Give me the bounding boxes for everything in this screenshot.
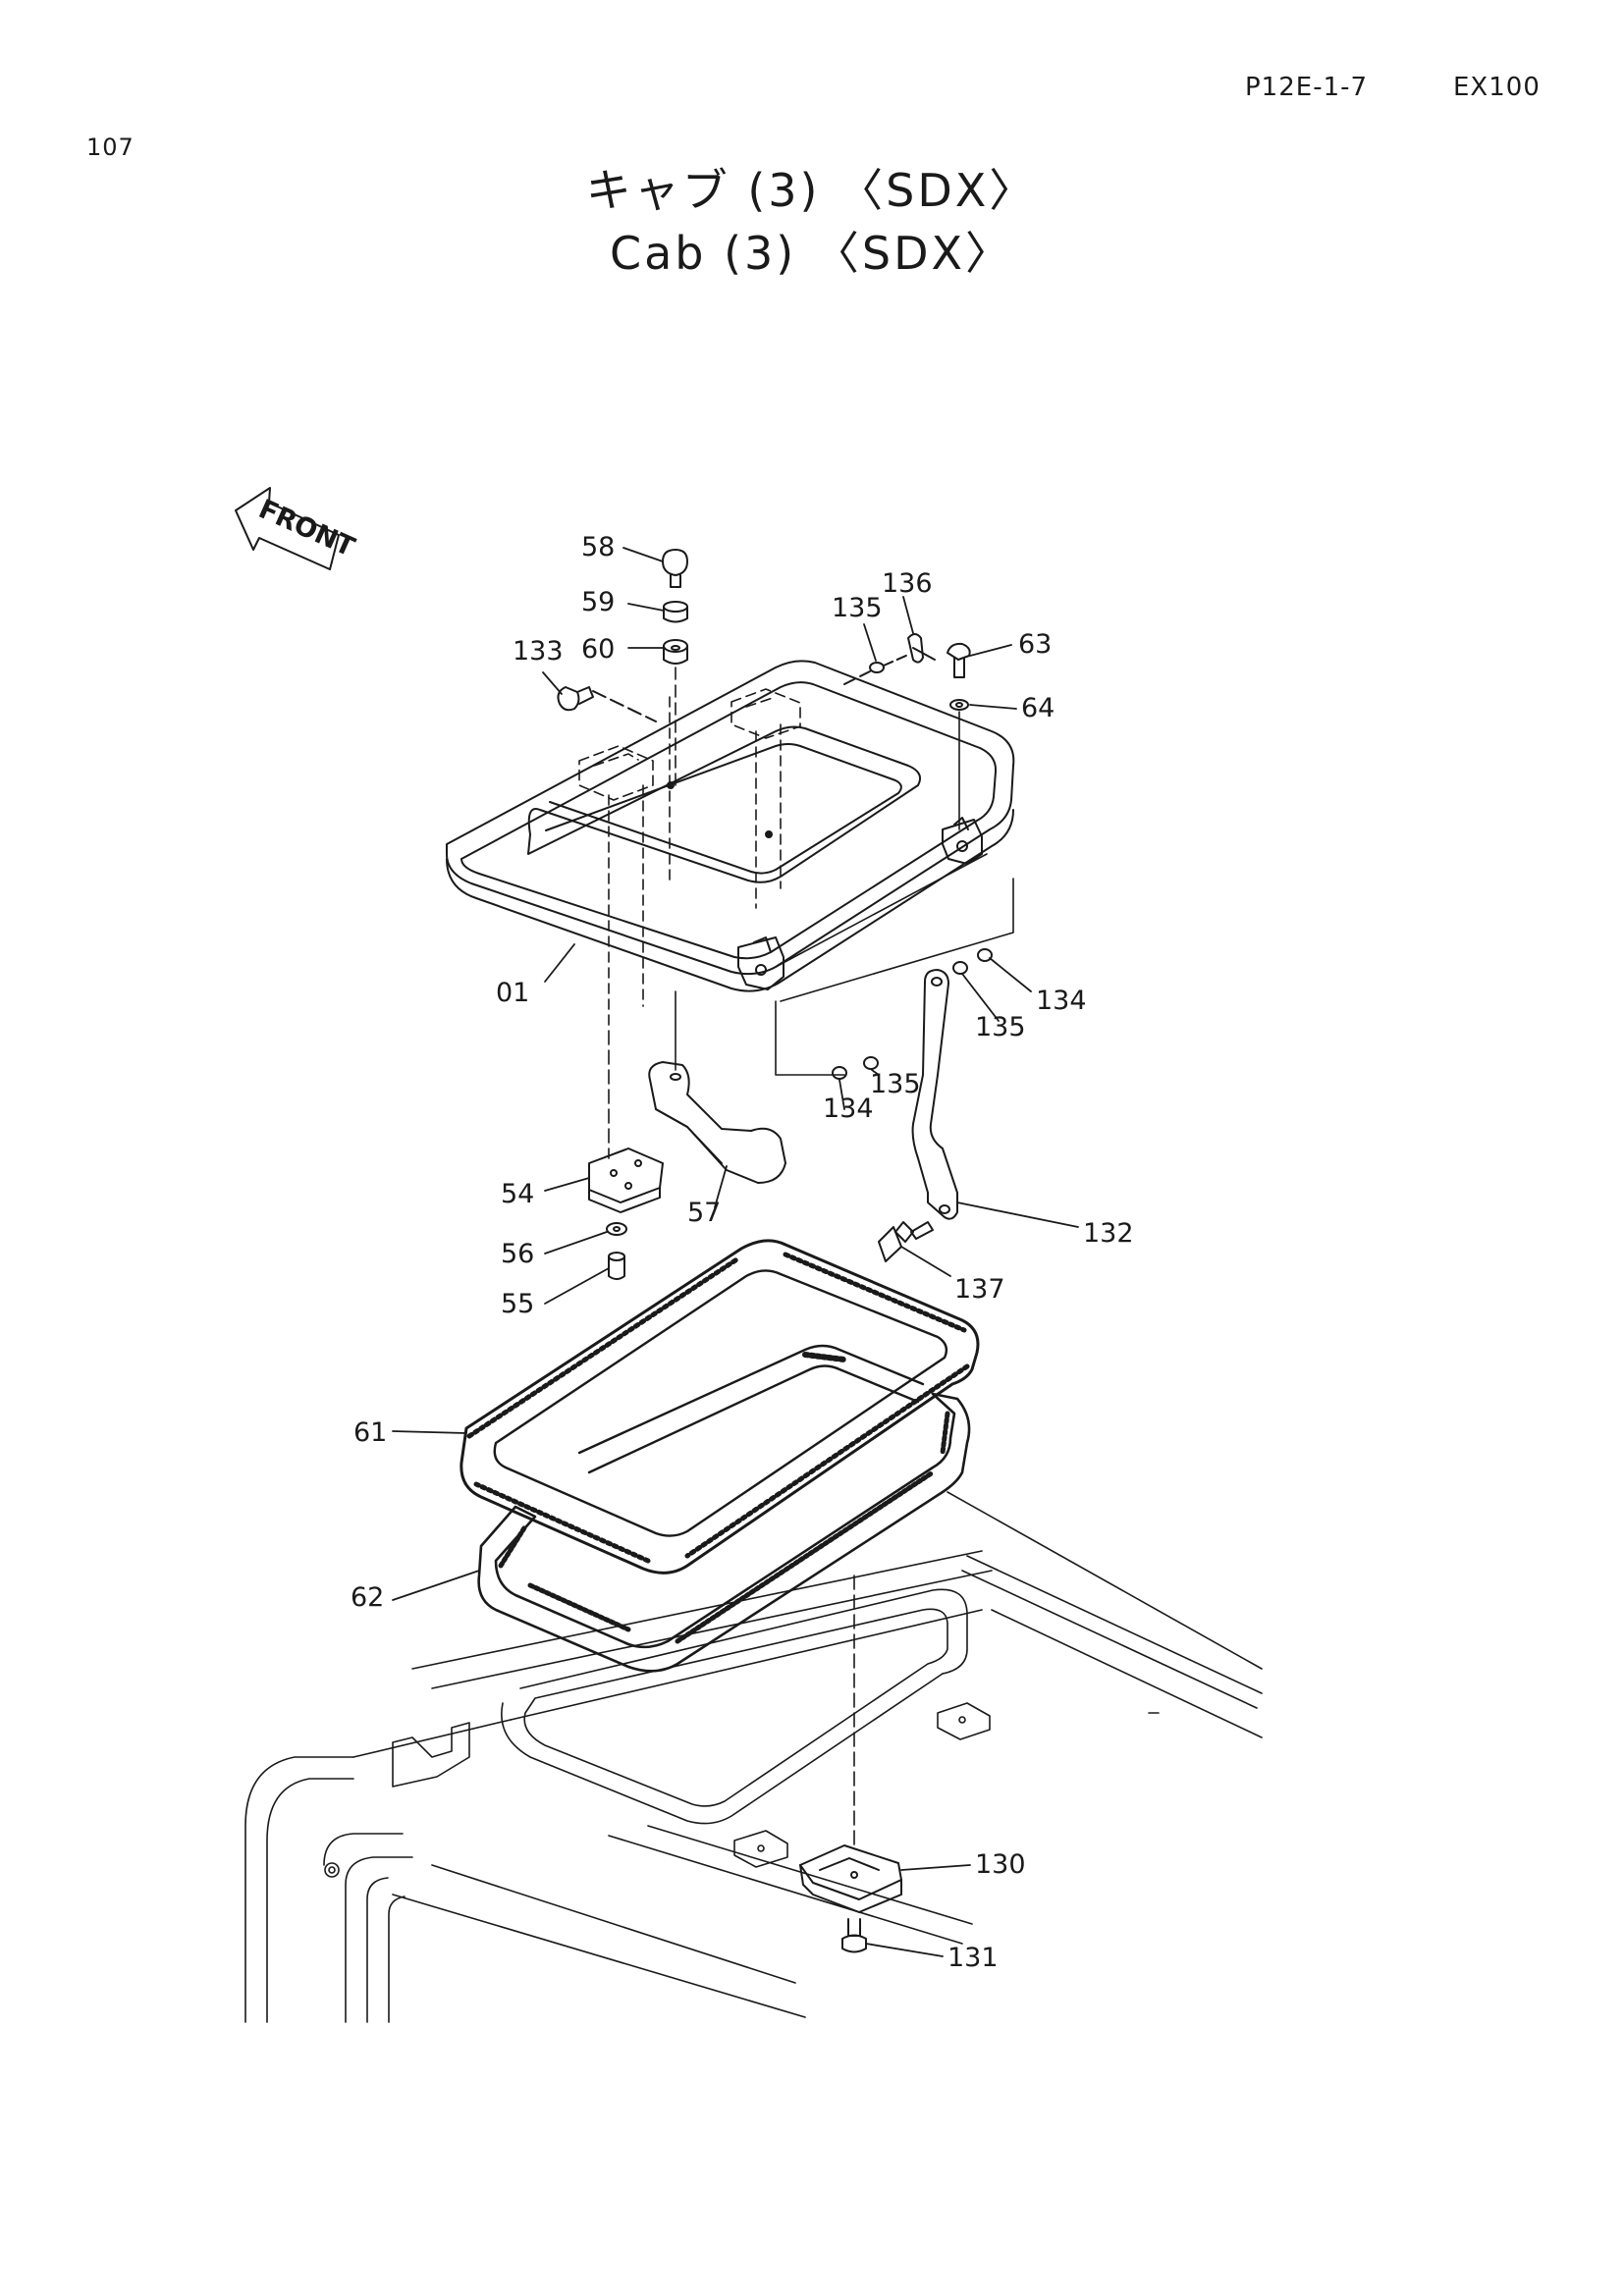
part-134-washer-a (977, 948, 993, 962)
part-59-spacer (663, 601, 688, 623)
front-direction-arrow: FRONT (235, 487, 359, 570)
part-137-thumb-bolt (878, 1221, 934, 1262)
label-131: 131 (947, 1943, 999, 1973)
label-62: 62 (351, 1582, 384, 1613)
part-60-collar (663, 639, 688, 665)
part-57-grip-handle (648, 990, 786, 1184)
label-135-left: 135 (870, 1069, 921, 1099)
label-54: 54 (501, 1179, 534, 1209)
page-number: 107 (86, 133, 135, 161)
label-130: 130 (975, 1849, 1026, 1880)
label-135-right: 135 (975, 1012, 1026, 1042)
part-136-clip (907, 633, 936, 664)
part-58-knob (662, 549, 688, 588)
model-code: EX100 (1453, 73, 1541, 102)
label-56: 56 (501, 1239, 534, 1269)
part-54-latch-plate (588, 1030, 664, 1213)
title-english: Cab (3) 〈SDX〉 (609, 227, 1014, 280)
part-labels: 58 59 60 133 135 136 63 64 01 134 135 13… (351, 532, 1134, 1973)
label-57: 57 (687, 1198, 721, 1228)
part-55-bolt (608, 1252, 625, 1280)
label-135-top: 135 (832, 593, 883, 623)
label-01: 01 (496, 978, 529, 1008)
label-61: 61 (353, 1417, 387, 1448)
figure-code: P12E-1-7 (1245, 73, 1369, 102)
part-135-washer-top (843, 662, 885, 685)
label-132: 132 (1083, 1218, 1134, 1249)
part-134-washer-b (832, 1066, 847, 1080)
label-55: 55 (501, 1289, 534, 1319)
label-63: 63 (1018, 629, 1052, 660)
part-130-bracket (799, 1844, 902, 1913)
label-137: 137 (954, 1274, 1005, 1305)
part-135-washer-b (952, 961, 968, 975)
part-131-bolt (841, 1918, 867, 1953)
part-64-washer (949, 699, 969, 711)
part-132-stay-rod (911, 969, 958, 1220)
label-136: 136 (882, 568, 933, 599)
label-64: 64 (1021, 693, 1055, 723)
front-label: FRONT (254, 494, 359, 563)
cab-body (244, 1491, 1263, 2023)
label-134-right: 134 (1036, 986, 1087, 1016)
part-56-washer (606, 1222, 627, 1236)
label-58: 58 (581, 532, 615, 562)
part-61-seal (460, 1239, 980, 1575)
part-62-weather-strip (477, 1344, 971, 1673)
part-63-bolt (947, 642, 971, 678)
label-60: 60 (581, 634, 615, 665)
title-japanese: キャブ (3) 〈SDX〉 (585, 164, 1038, 217)
leader-lines (392, 547, 1079, 1957)
part-133-pin (557, 686, 657, 722)
label-59: 59 (581, 587, 615, 617)
part-01-hatch-cover (446, 660, 1015, 1032)
part-135-washer-c (863, 1056, 879, 1070)
label-134-left: 134 (823, 1094, 874, 1124)
label-133: 133 (513, 636, 564, 667)
